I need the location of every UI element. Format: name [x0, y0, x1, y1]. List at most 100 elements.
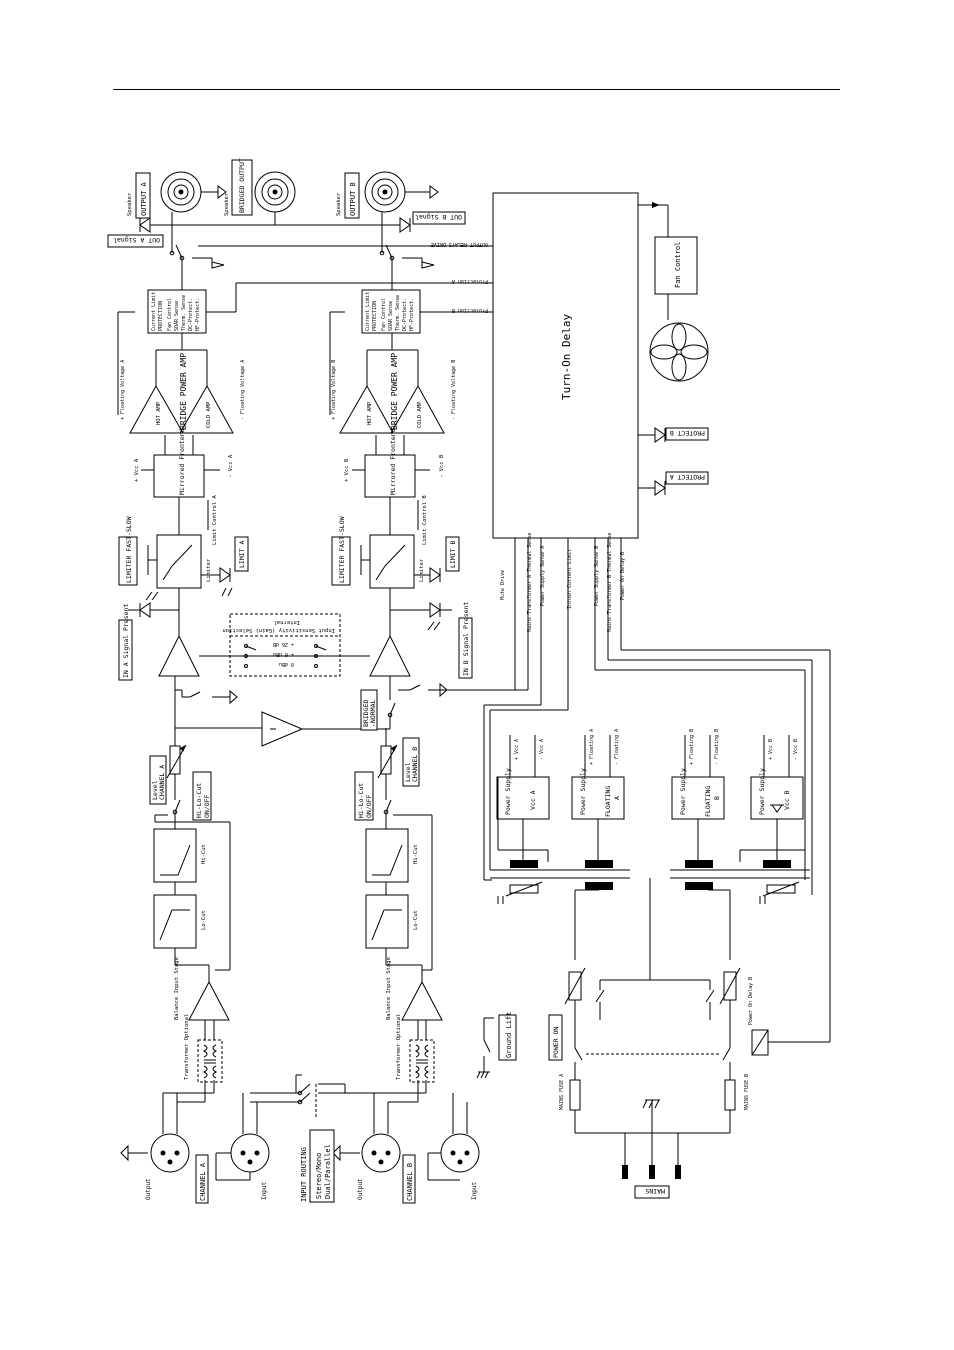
vcc-a-pos-label: + Vcc A: [134, 458, 140, 482]
svg-text:Lo-Cut: Lo-Cut: [413, 910, 419, 930]
input-routing-label: INPUT ROUTING: [300, 1147, 308, 1202]
svg-text:Fan Control: Fan Control: [167, 298, 173, 331]
svg-text:Internal: Internal: [274, 619, 301, 625]
svg-text:Power Supply Sense B: Power Supply Sense B: [594, 546, 600, 606]
svg-text:- Floating B: - Floating B: [714, 729, 720, 765]
level-pot-b[interactable]: [377, 728, 398, 790]
out-b-signal-led: [382, 217, 411, 233]
hi-cut-filter-a: Hi-Cut: [153, 828, 207, 883]
svg-text:+ Vcc B: + Vcc B: [768, 739, 774, 760]
speakon-output-b: [364, 171, 439, 225]
svg-text:Power Supply: Power Supply: [504, 768, 512, 815]
level-pot-a[interactable]: [166, 728, 187, 790]
ground-lift-box: Ground Lift: [498, 1012, 517, 1061]
svg-text:Turn-On Delay: Turn-On Delay: [560, 314, 573, 400]
svg-text:Limiter: Limiter: [206, 558, 212, 582]
in-a-signal-present-box: IN A Signal Present: [118, 604, 133, 681]
speakon-bridged-output: [254, 171, 296, 225]
svg-text:OUT A Signal: OUT A Signal: [113, 236, 160, 244]
lo-cut-filter-b: Lo-Cut: [365, 894, 419, 949]
bridged-normal-box: BRIDGED -NORMAL: [360, 689, 378, 731]
svg-text:OUT B Signal: OUT B Signal: [415, 213, 462, 221]
svg-text:Mains Transformer A Thermal Se: Mains Transformer A Thermal Sense: [527, 533, 533, 632]
svg-text:0 dBu: 0 dBu: [279, 661, 294, 667]
svg-text:IN B Signal Present: IN B Signal Present: [462, 602, 470, 676]
svg-text:COLD AMP: COLD AMP: [206, 401, 212, 428]
limiter-fast-slow-b[interactable]: LIMITER FAST-SLOW: [331, 516, 370, 586]
out-a-signal-box: OUT A Signal: [107, 234, 164, 248]
svg-text:MAINS FUSE A: MAINS FUSE A: [559, 1074, 565, 1110]
mute-switch-a: [174, 676, 238, 705]
input-a-connector-label: Input: [261, 1182, 268, 1200]
svg-text:ON/OFF: ON/OFF: [203, 794, 211, 818]
svg-text:Input Sensitivity (Gain) Selec: Input Sensitivity (Gain) Selection: [222, 627, 335, 633]
svg-text:HF-Protect.: HF-Protect.: [195, 298, 201, 331]
bridged-normal-switch[interactable]: [174, 684, 396, 728]
floating-a-neg-label: - Floating Voltage A: [240, 360, 246, 420]
svg-text:PROTECT A: PROTECT A: [670, 473, 705, 481]
output-b-connector-label: Output: [357, 1178, 364, 1200]
output-a-box: OUTPUT A Speaker: [127, 172, 151, 219]
protection-a-label: Protection A: [452, 278, 488, 284]
gain-selection-block[interactable]: Input Sensitivity (Gain) Selection Inter…: [222, 613, 341, 677]
svg-text:DC-Protect.: DC-Protect.: [402, 298, 408, 331]
limit-b-led: [414, 567, 441, 583]
mute-switch-b: [389, 545, 516, 698]
svg-text:HF-Protect.: HF-Protect.: [409, 298, 415, 331]
mirrored-frontend-b: Mirrored Frontend: [364, 428, 416, 510]
bridged-output-box: BRIDGED OUTPUT Speaker: [224, 158, 253, 216]
hi-lo-cut-switch-b[interactable]: [383, 790, 433, 971]
hi-lo-cut-switch-a[interactable]: [154, 790, 231, 971]
thermal-sensor-b: [759, 881, 800, 904]
turn-on-delay-block: Turn-On Delay: [492, 192, 639, 539]
balance-input-stage-a: [188, 980, 230, 1021]
thermal-sensor-a: [497, 881, 543, 904]
svg-text:Lo-Cut: Lo-Cut: [201, 910, 207, 930]
svg-text:FLOATING: FLOATING: [704, 786, 712, 817]
limit-control-b-label: Limit Control B: [422, 495, 428, 545]
limiter-fast-slow-a[interactable]: LIMITER FAST-SLOW: [118, 516, 157, 586]
transformer-b-label: Transformer Optional: [396, 1014, 402, 1080]
svg-text:Limiter: Limiter: [419, 558, 425, 582]
svg-text:Vcc A: Vcc A: [529, 790, 537, 810]
channel-b-xlr-output: [332, 1133, 401, 1173]
input-routing-switch[interactable]: [250, 1074, 374, 1118]
hi-cut-filter-b: Hi-Cut: [365, 828, 419, 883]
svg-text:- Vcc A: - Vcc A: [539, 739, 545, 760]
inrush-relay-b: [705, 967, 741, 1040]
svg-text:Hi-Lo-Cut: Hi-Lo-Cut: [357, 783, 365, 818]
svg-text:Stereo/Mono: Stereo/Mono: [315, 1153, 323, 1199]
ground-lift-switch[interactable]: [476, 1017, 494, 1079]
protect-a-led: [638, 480, 666, 496]
svg-text:Hi-Cut: Hi-Cut: [413, 844, 419, 864]
balance-input-stage-a-label: Balance Input Stage: [174, 957, 180, 1020]
svg-text:Speaker: Speaker: [224, 192, 230, 216]
svg-text:Therm. Sense: Therm. Sense: [395, 295, 401, 331]
svg-text:B: B: [713, 796, 721, 800]
input-gain-amp-b: [369, 634, 411, 677]
lo-cut-filter-a: Lo-Cut: [153, 894, 207, 949]
floating-b-neg-label: - Floating Voltage B: [451, 360, 457, 420]
output-relay-b: [379, 225, 435, 290]
limit-control-a-label: Limit Control A: [212, 495, 218, 545]
svg-text:Vcc B: Vcc B: [783, 790, 791, 810]
svg-text:Dual/Parallel: Dual/Parallel: [324, 1144, 332, 1199]
svg-text:Current Limit: Current Limit: [365, 292, 371, 331]
svg-text:MAINS: MAINS: [645, 1187, 665, 1195]
balance-input-stage-b-label: Balance Input Stage: [386, 957, 392, 1020]
svg-text:SOAR Sense: SOAR Sense: [388, 301, 394, 331]
power-on-box: POWER ON: [548, 1014, 563, 1061]
svg-text:BRIDGED: BRIDGED: [362, 700, 370, 727]
input-b-connector-label: Input: [471, 1182, 478, 1200]
svg-text:FLOATING: FLOATING: [604, 786, 612, 817]
power-on-switch[interactable]: [574, 1040, 731, 1080]
svg-text:A: A: [613, 796, 621, 800]
svg-text:Power Supply Sense A: Power Supply Sense A: [540, 546, 546, 606]
svg-text:Mute Drive: Mute Drive: [500, 570, 506, 600]
power-supply-vcc-a: Power Supply Vcc A + Vcc A - Vcc A: [496, 735, 550, 860]
svg-text:Speaker: Speaker: [127, 192, 133, 216]
out-b-signal-box: OUT B Signal: [412, 211, 466, 225]
limiter-a: Limiter: [156, 510, 212, 589]
bridge-power-amp-a: HOT AMP COLD AMP BRIDGE POWER AMP: [129, 333, 234, 455]
svg-text:IN A Signal Present: IN A Signal Present: [122, 604, 130, 678]
